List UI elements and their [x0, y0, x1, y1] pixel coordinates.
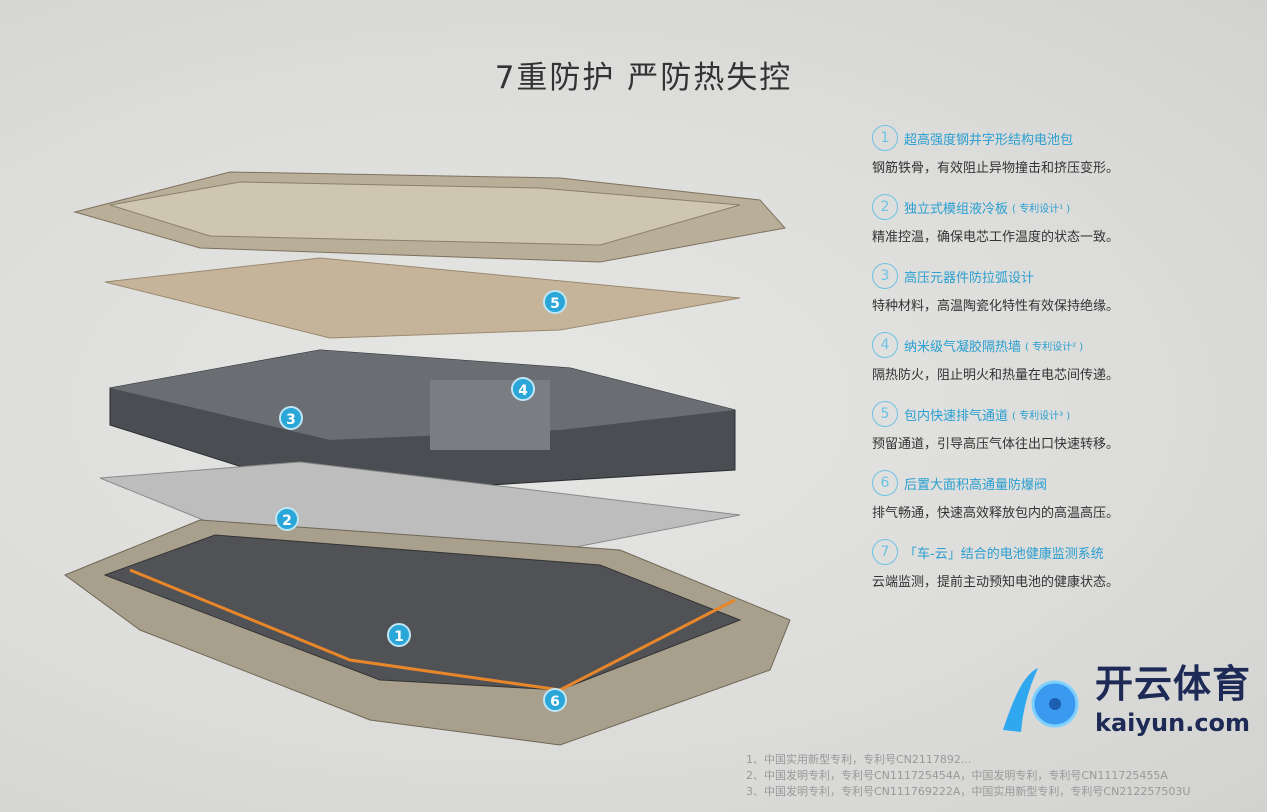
feature-list: 1 超高强度钢井字形结构电池包钢筋铁骨，有效阻止异物撞击和挤压变形。 2 独立式模组… [872, 124, 1252, 607]
feature-item: 6 后置大面积高通量防爆阀排气畅通，快速高效释放包内的高温高压。 [872, 469, 1252, 538]
feature-number: 7 [872, 539, 898, 565]
feature-number: 1 [872, 125, 898, 151]
feature-number: 3 [872, 263, 898, 289]
feature-patent: ( 专利设计¹ ) [1012, 203, 1071, 215]
marker-5: 5 [543, 290, 567, 314]
footnote: 3、中国发明专利，专利号CN111769222A，中国实用新型专利，专利号CN2… [746, 785, 1191, 798]
battery-pack-illustration [63, 171, 791, 746]
hv-cable [129, 568, 736, 692]
feature-patent: ( 专利设计³ ) [1012, 410, 1071, 422]
feature-desc: 隔热防火，阻止明火和热量在电芯间传递。 [872, 368, 1120, 383]
marker-4: 4 [511, 377, 535, 401]
feature-desc: 精准控温，确保电芯工作温度的状态一致。 [872, 230, 1120, 245]
feature-title: 高压元器件防拉弧设计 [904, 270, 1035, 286]
page-title: 7重防护 严防热失控 [494, 60, 793, 96]
feature-title: 独立式模组液冷板 [904, 201, 1009, 217]
feature-item: 5 包内快速排气通道( 专利设计³ ) 预留通道，引导高压气体往出口快速转移。 [872, 400, 1252, 469]
feature-desc: 排气畅通，快速高效释放包内的高温高压。 [872, 506, 1120, 521]
feature-desc: 预留通道，引导高压气体往出口快速转移。 [872, 437, 1120, 452]
marker-1: 1 [387, 623, 411, 647]
tray-floor [103, 534, 742, 691]
footnote: 1、中国实用新型专利，专利号CN2117892... [746, 753, 972, 766]
feature-item: 7 「车-云」结合的电池健康监测系统云端监测，提前主动预知电池的健康状态。 [872, 538, 1252, 607]
feature-desc: 特种材料，高温陶瓷化特性有效保持绝缘。 [872, 299, 1120, 314]
feature-title: 包内快速排气通道 [904, 408, 1009, 424]
feature-item: 1 超高强度钢井字形结构电池包钢筋铁骨，有效阻止异物撞击和挤压变形。 [872, 124, 1252, 193]
watermark-logo: 开云体育 kaiyun.com [983, 660, 1263, 742]
kaiyun-logo-icon [1003, 668, 1079, 732]
feature-desc: 云端监测，提前主动预知电池的健康状态。 [872, 575, 1120, 590]
watermark-cn: 开云体育 [1095, 662, 1252, 706]
feature-desc: 钢筋铁骨，有效阻止异物撞击和挤压变形。 [872, 161, 1120, 176]
footnote: 2、中国发明专利，专利号CN111725454A，中国发明专利，专利号CN111… [746, 769, 1168, 782]
marker-2: 2 [275, 507, 299, 531]
feature-title: 纳米级气凝胶隔热墙 [904, 339, 1022, 355]
watermark-en: kaiyun.com [1095, 709, 1251, 737]
top-cover-panel [109, 181, 741, 246]
feature-number: 6 [872, 470, 898, 496]
feature-title: 后置大面积高通量防爆阀 [904, 477, 1048, 493]
feature-number: 2 [872, 194, 898, 220]
patent-footnotes: 1、中国实用新型专利，专利号CN2117892... 2、中国发明专利，专利号C… [746, 752, 1190, 800]
exhaust-channel-plate [104, 257, 741, 339]
feature-item: 3 高压元器件防拉弧设计特种材料，高温陶瓷化特性有效保持绝缘。 [872, 262, 1252, 331]
marker-3: 3 [279, 406, 303, 430]
feature-item: 4 纳米级气凝胶隔热墙( 专利设计² ) 隔热防火，阻止明火和热量在电芯间传递。 [872, 331, 1252, 400]
feature-number: 5 [872, 401, 898, 427]
marker-6: 6 [543, 688, 567, 712]
feature-number: 4 [872, 332, 898, 358]
feature-title: 超高强度钢井字形结构电池包 [904, 132, 1074, 148]
modules-top [110, 350, 735, 440]
feature-item: 2 独立式模组液冷板( 专利设计¹ ) 精准控温，确保电芯工作温度的状态一致。 [872, 193, 1252, 262]
feature-title: 「车-云」结合的电池健康监测系统 [904, 546, 1104, 562]
feature-patent: ( 专利设计² ) [1025, 341, 1084, 353]
